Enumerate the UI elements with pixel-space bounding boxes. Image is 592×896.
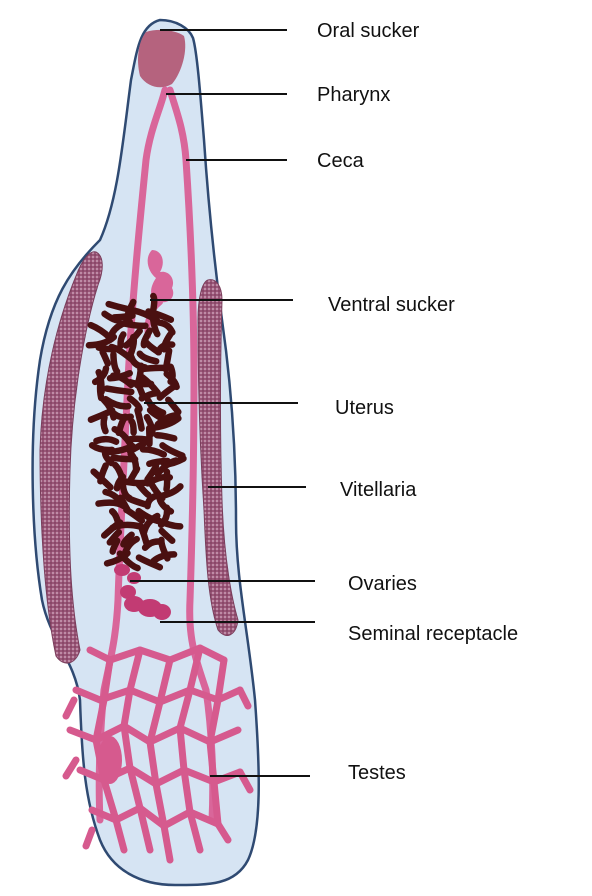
uterus-coil [154,412,181,428]
uterus-coil [117,331,127,349]
label-ovaries: Ovaries [348,573,417,595]
label-testes: Testes [348,762,406,784]
label-vitellaria: Vitellaria [340,479,417,501]
uterus-coil [134,407,145,432]
ventral-sucker-shape [147,250,174,303]
uterus-coil [106,443,136,456]
uterus-coil [153,431,178,442]
label-pharynx: Pharynx [317,84,390,106]
uterus-coil [141,538,163,551]
uterus-coil [123,506,146,524]
uterus-coil [150,292,158,313]
uterus-coil [125,495,149,508]
uterus-coil [103,385,135,396]
uterus-coil [150,415,182,431]
uterus-coil [156,319,176,336]
uterus-coil [137,364,167,373]
uterus-coil [144,492,161,510]
uterus-coil [87,321,114,342]
uterus-coil [126,439,149,455]
uterus-coil [90,468,114,491]
uterus-coil [116,550,141,572]
vitellaria-left [39,251,103,664]
uterus-coil [156,382,178,401]
uterus-coil [102,395,132,410]
label-uterus: Uterus [335,397,394,419]
testes-lobe [98,736,122,784]
label-seminal-receptacle: Seminal receptacle [348,623,518,645]
uterus-coil [145,308,175,323]
uterus-coil [105,300,130,313]
uterus-coil [110,351,121,375]
uterus-coil [159,442,186,459]
uterus-coil [95,499,127,510]
uterus-coil [109,537,121,555]
uterus-coils [85,292,187,572]
uterus-coil [134,479,152,499]
uterus-coil [135,554,164,571]
uterus-coil [158,527,176,544]
uterus-coil [113,473,127,492]
uterus-coil [152,516,184,530]
uterus-coil [85,333,118,349]
uterus-coil [121,320,149,330]
leader-lines [130,29,315,777]
vitellaria-right [197,279,239,636]
uterus-coil [106,528,123,546]
uterus-coil [154,341,176,356]
uterus-coil [165,396,182,416]
uterus-coil [127,333,138,359]
uterus-coil [87,407,116,423]
oral-sucker-shape [138,29,186,88]
uterus-coil [163,468,171,493]
uterus-coil [126,435,153,444]
uterus-coil [101,446,115,467]
uterus-coil [154,457,180,477]
uterus-coil [146,457,171,468]
uterus-coil [103,549,131,567]
uterus-coil [100,414,109,435]
label-ventral-sucker: Ventral sucker [328,294,455,316]
labels: Oral sucker Pharynx Ceca Ventral sucker … [317,20,518,784]
uterus-coil [96,381,105,402]
uterus-coil [111,425,135,448]
uterus-coil [128,418,137,436]
uterus-coil [93,435,120,445]
testes-branches [62,644,254,864]
uterus-coil [139,446,168,458]
seminal-receptacle-shape [124,596,171,620]
uterus-coil [136,350,160,365]
uterus-coil [138,389,160,402]
uterus-coil [156,483,184,500]
uterus-coil [111,312,136,321]
uterus-coil [99,348,112,367]
uterus-coil [149,315,161,338]
label-ceca: Ceca [317,150,365,172]
uterus-coil [120,531,135,548]
uterus-coil [109,521,144,532]
label-oral-sucker: Oral sucker [317,20,420,42]
uterus-coil [144,397,167,417]
uterus-coil [150,551,178,565]
uterus-coil [144,462,160,483]
